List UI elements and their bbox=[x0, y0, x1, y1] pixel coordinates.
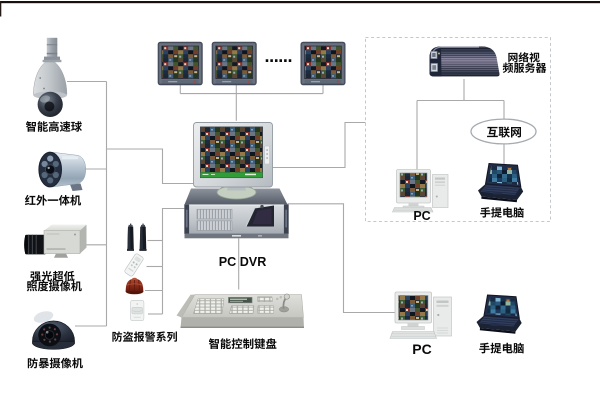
remote-pc bbox=[389, 291, 452, 339]
alarm-series-label-glyphs bbox=[112, 331, 177, 342]
network-pc-label: PC bbox=[413, 209, 431, 223]
network-pc bbox=[392, 169, 449, 213]
network-laptop-label-glyphs bbox=[480, 207, 524, 218]
main-monitor bbox=[193, 122, 273, 200]
low-lux-camera-label-line2-glyphs bbox=[26, 280, 82, 292]
monitor-wall-ellipsis: ...... bbox=[264, 46, 293, 67]
video-server-label-line2-glyphs bbox=[502, 62, 547, 73]
connection-lines bbox=[67, 79, 505, 327]
alarm-sensor-1 bbox=[127, 223, 134, 251]
network-zone-box bbox=[365, 37, 551, 222]
remote-laptop-label-glyphs bbox=[479, 342, 524, 354]
page-top-border bbox=[0, 1, 600, 17]
vandal-dome-label-glyphs bbox=[27, 357, 83, 369]
low-lux-camera-label-line1-glyphs bbox=[30, 270, 75, 282]
speed-dome-label-glyphs bbox=[25, 121, 82, 132]
vandal-dome-camera bbox=[31, 311, 76, 350]
ir-bullet-camera bbox=[38, 151, 86, 191]
control-keyboard bbox=[176, 293, 304, 328]
dvr-label: PC DVR bbox=[218, 255, 267, 270]
wall-monitor-3 bbox=[300, 41, 346, 86]
label-glyphs bbox=[24, 52, 547, 369]
ir-camera-label-glyphs bbox=[24, 194, 82, 206]
line-monitor-to-network-zone bbox=[271, 121, 366, 169]
remote-laptop bbox=[476, 294, 523, 335]
alarm-siren bbox=[125, 277, 144, 295]
dvr-unit bbox=[184, 188, 289, 239]
box-camera bbox=[24, 224, 87, 258]
control-keyboard-label-glyphs bbox=[208, 338, 277, 350]
alarm-remote bbox=[124, 253, 144, 277]
internet-label-glyphs bbox=[487, 126, 522, 138]
speed-dome-camera bbox=[33, 37, 68, 117]
alarm-pir-detector bbox=[130, 300, 145, 321]
network-laptop bbox=[477, 163, 524, 203]
line-dvr-to-remote-pc bbox=[287, 203, 396, 314]
wall-monitor-1 bbox=[157, 41, 203, 86]
line-cameras-to-monitor bbox=[106, 148, 194, 185]
alarm-sensor-2 bbox=[139, 223, 147, 251]
network-video-server bbox=[429, 46, 500, 77]
line-dvr-to-alarm-bus bbox=[161, 207, 186, 314]
wall-monitor-2 bbox=[211, 41, 257, 86]
remote-pc-label: PC bbox=[412, 341, 432, 357]
internet-ellipse bbox=[470, 118, 537, 145]
video-server-label-line1-glyphs bbox=[508, 52, 540, 63]
